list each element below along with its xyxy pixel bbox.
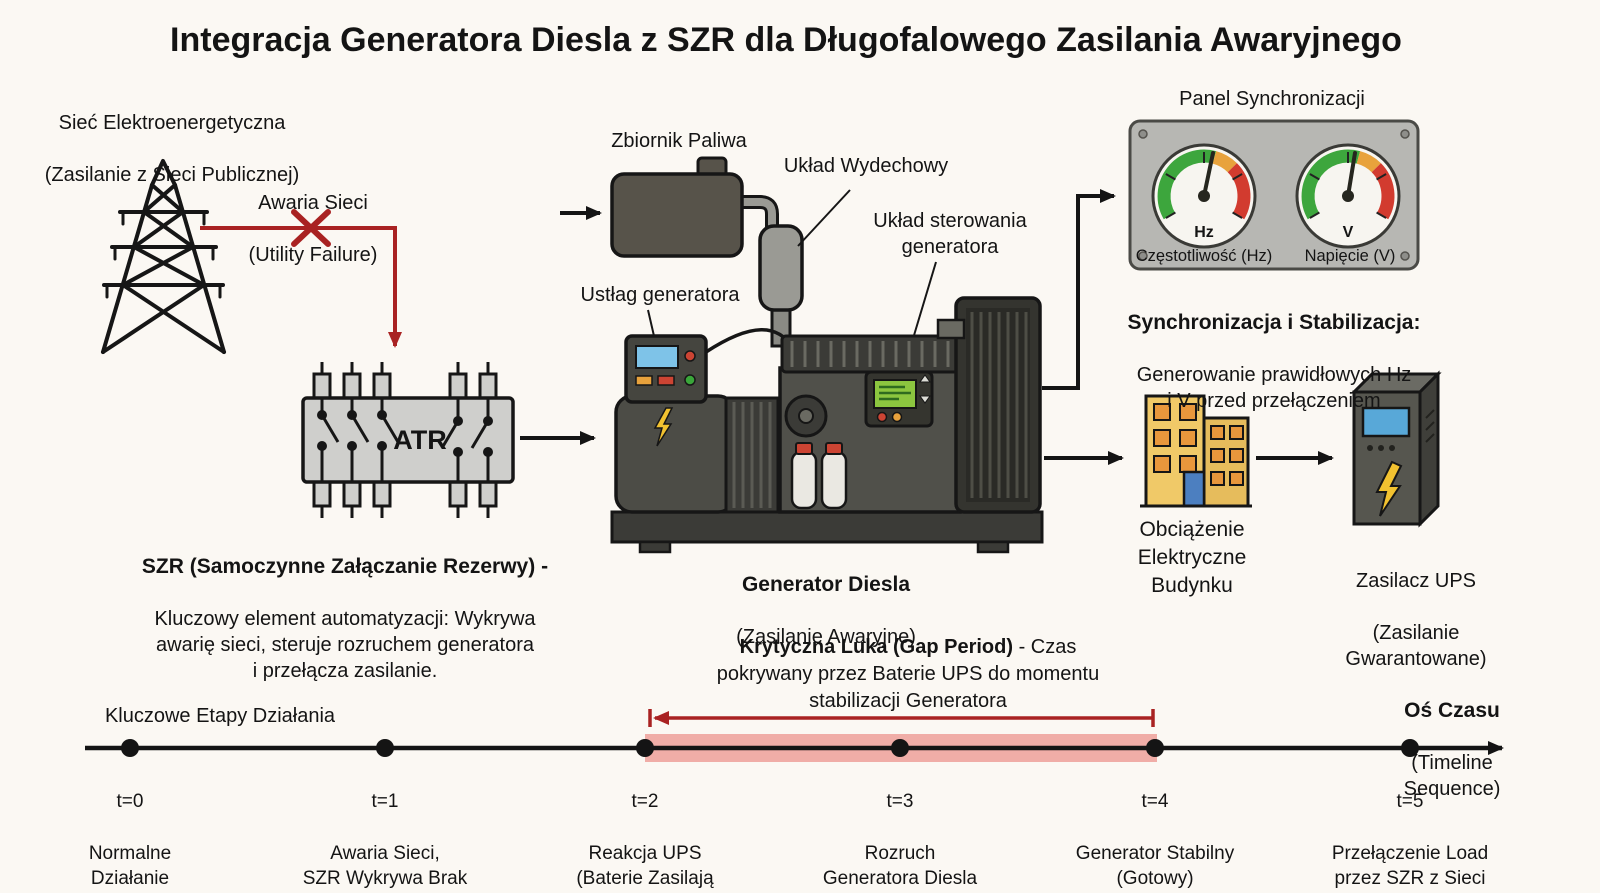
exhaust-leader-line: [797, 189, 851, 247]
sync-panel-label: Panel Synchronizacji: [1179, 88, 1365, 110]
szr-heading: SZR (Samoczynne Załączanie Rezerwy) -: [141, 555, 549, 578]
utility-failure-title: Awaria Sieci: [258, 192, 368, 214]
failure-x-icon: [291, 209, 331, 247]
alternator-leader-line: [647, 309, 655, 337]
sync-description: Synchronizacja i Stabilizacja: Generowan…: [1128, 284, 1421, 440]
diagram-title: Integracja Generatora Diesla z SZR dla D…: [170, 21, 1402, 59]
utility-failure-label: Awaria Sieci (Utility Failure): [249, 164, 378, 294]
sync-heading: Synchronizacja i Stabilizacja:: [1127, 311, 1421, 334]
ups-name: Zasilacz UPS: [1355, 570, 1477, 592]
frequency-caption: Częstotliwość (Hz): [1136, 247, 1273, 265]
building-icon: [1140, 394, 1252, 508]
voltage-caption: Napięcie (V): [1305, 247, 1396, 265]
atr-switch: ATR: [301, 362, 515, 518]
generator-subname: (Zasilanie Awaryjne): [736, 626, 916, 648]
timeline-event-t0: t=0 Normalne Działanie: [89, 764, 171, 893]
building-load-label: Obciążenie Elektryczne Budynku: [1137, 518, 1247, 597]
timeline-event-label: Awaria Sieci, SZR Wykrywa Brak Napięcia: [302, 843, 468, 889]
sync-panel: Hz V Częstotliwość (Hz) Napięcie (V): [1128, 119, 1420, 271]
timeline-dot-t3: [891, 739, 909, 757]
timeline-event-time: t=1: [371, 791, 399, 812]
szr-text: Kluczowy element automatyzacji: Wykrywa …: [154, 608, 536, 682]
szr-description: SZR (Samoczynne Załączanie Rezerwy) - Kl…: [142, 528, 548, 710]
utility-failure-subtitle: (Utility Failure): [248, 244, 378, 266]
timeline-event-label: Rozruch Generatora Diesla (Trwa Stabiliz…: [822, 843, 978, 889]
exhaust-muffler-icon: [758, 224, 804, 348]
ups-label: Zasilacz UPS (Zasilanie Gwarantowane): [1324, 542, 1508, 698]
timeline-dot-t1: [376, 739, 394, 757]
timeline-event-label: Normalne Działanie: [88, 843, 172, 889]
timeline-dot-t4: [1146, 739, 1164, 757]
arrow-generator-to-syncpanel: [1042, 189, 1116, 390]
timeline-event-t3: t=3 Rozruch Generatora Diesla (Trwa Stab…: [822, 764, 978, 893]
timeline-event-time: t=5: [1396, 791, 1424, 812]
timeline-event-t5: t=5 Przełączenie Load przez SZR z Sieci …: [1332, 764, 1488, 893]
timeline-event-label: Reakcja UPS (Baterie Zasilają Obciążenie…: [576, 843, 714, 889]
grid-source-subtitle: (Zasilanie z Sieci Publicznej): [44, 164, 300, 186]
alternator-label: Ustłag generatora: [580, 284, 740, 306]
fuel-tank-label: Zbiornik Paliwa: [611, 130, 747, 152]
ups-icon: [1350, 370, 1442, 528]
fuel-tank-icon: [610, 156, 744, 258]
generator-caption: Generator Diesla (Zasilanie Awaryjne): [736, 546, 916, 676]
timeline-event-t4: t=4 Generator Stabilny (Gotowy): [1076, 764, 1234, 893]
gap-period-text: - Czas pokrywany przez Baterie UPS do mo…: [716, 636, 1100, 712]
gap-bracket: [648, 709, 1155, 727]
v-gauge-unit: V: [1343, 224, 1354, 241]
alternator-body: [614, 394, 736, 514]
gap-period-note: Krytyczna Luka (Gap Period) - Czas pokry…: [717, 634, 1099, 715]
timeline-event-label: Przełączenie Load przez SZR z Sieci na G…: [1331, 843, 1489, 889]
timeline-axis-subtitle: (Timeline Sequence): [1403, 752, 1501, 800]
timeline-dot-t2: [636, 739, 654, 757]
timeline-event-t1: t=1 Awaria Sieci, SZR Wykrywa Brak Napię…: [303, 764, 468, 893]
timeline-event-time: t=0: [116, 791, 144, 812]
sync-text: Generowanie prawidłowych Hz i V przed pr…: [1136, 364, 1412, 412]
hz-gauge: Hz: [1151, 143, 1257, 249]
diesel-generator-icon: [610, 296, 1044, 554]
timeline-event-t2: t=2 Reakcja UPS (Baterie Zasilają Obciąż…: [576, 764, 713, 893]
transmission-tower-icon: [101, 159, 226, 354]
grid-source-label: Sieć Elektroenergetyczna (Zasilanie z Si…: [45, 84, 300, 214]
fuel-pipe: [740, 195, 779, 232]
timeline-dot-t0: [121, 739, 139, 757]
lightning-bolt-icon: [653, 407, 674, 447]
ups-lightning-bolt-icon: [1375, 460, 1403, 517]
timeline-stages-label: Kluczowe Etapy Działania: [104, 705, 336, 727]
generator-name: Generator Diesla: [741, 573, 911, 596]
ups-subname: (Zasilanie Gwarantowane): [1345, 622, 1487, 670]
control-system-label: Układ sterowania generatora: [873, 210, 1027, 258]
timeline-dot-t5: [1401, 739, 1419, 757]
generator-control-box: [624, 334, 708, 404]
gap-period-title: Krytyczna Luka (Gap Period): [739, 636, 1014, 658]
hz-gauge-unit: Hz: [1194, 224, 1214, 241]
timeline-event-time: t=3: [886, 791, 914, 812]
exhaust-label: Układ Wydechowy: [783, 155, 949, 177]
failure-path-arrow: [200, 226, 402, 348]
atr-switch-label: ATR: [393, 425, 447, 455]
timeline-event-label: Generator Stabilny (Gotowy): [1075, 843, 1235, 889]
timeline-event-time: t=4: [1141, 791, 1169, 812]
timeline-event-time: t=2: [631, 791, 659, 812]
v-gauge: V: [1295, 143, 1401, 249]
timeline-axis-title: Oś Czasu: [1404, 699, 1500, 722]
grid-source-title: Sieć Elektroenergetyczna: [58, 112, 286, 134]
engine-control-panel: [864, 370, 934, 428]
timeline-axis-label: Oś Czasu (Timeline Sequence): [1378, 672, 1526, 828]
